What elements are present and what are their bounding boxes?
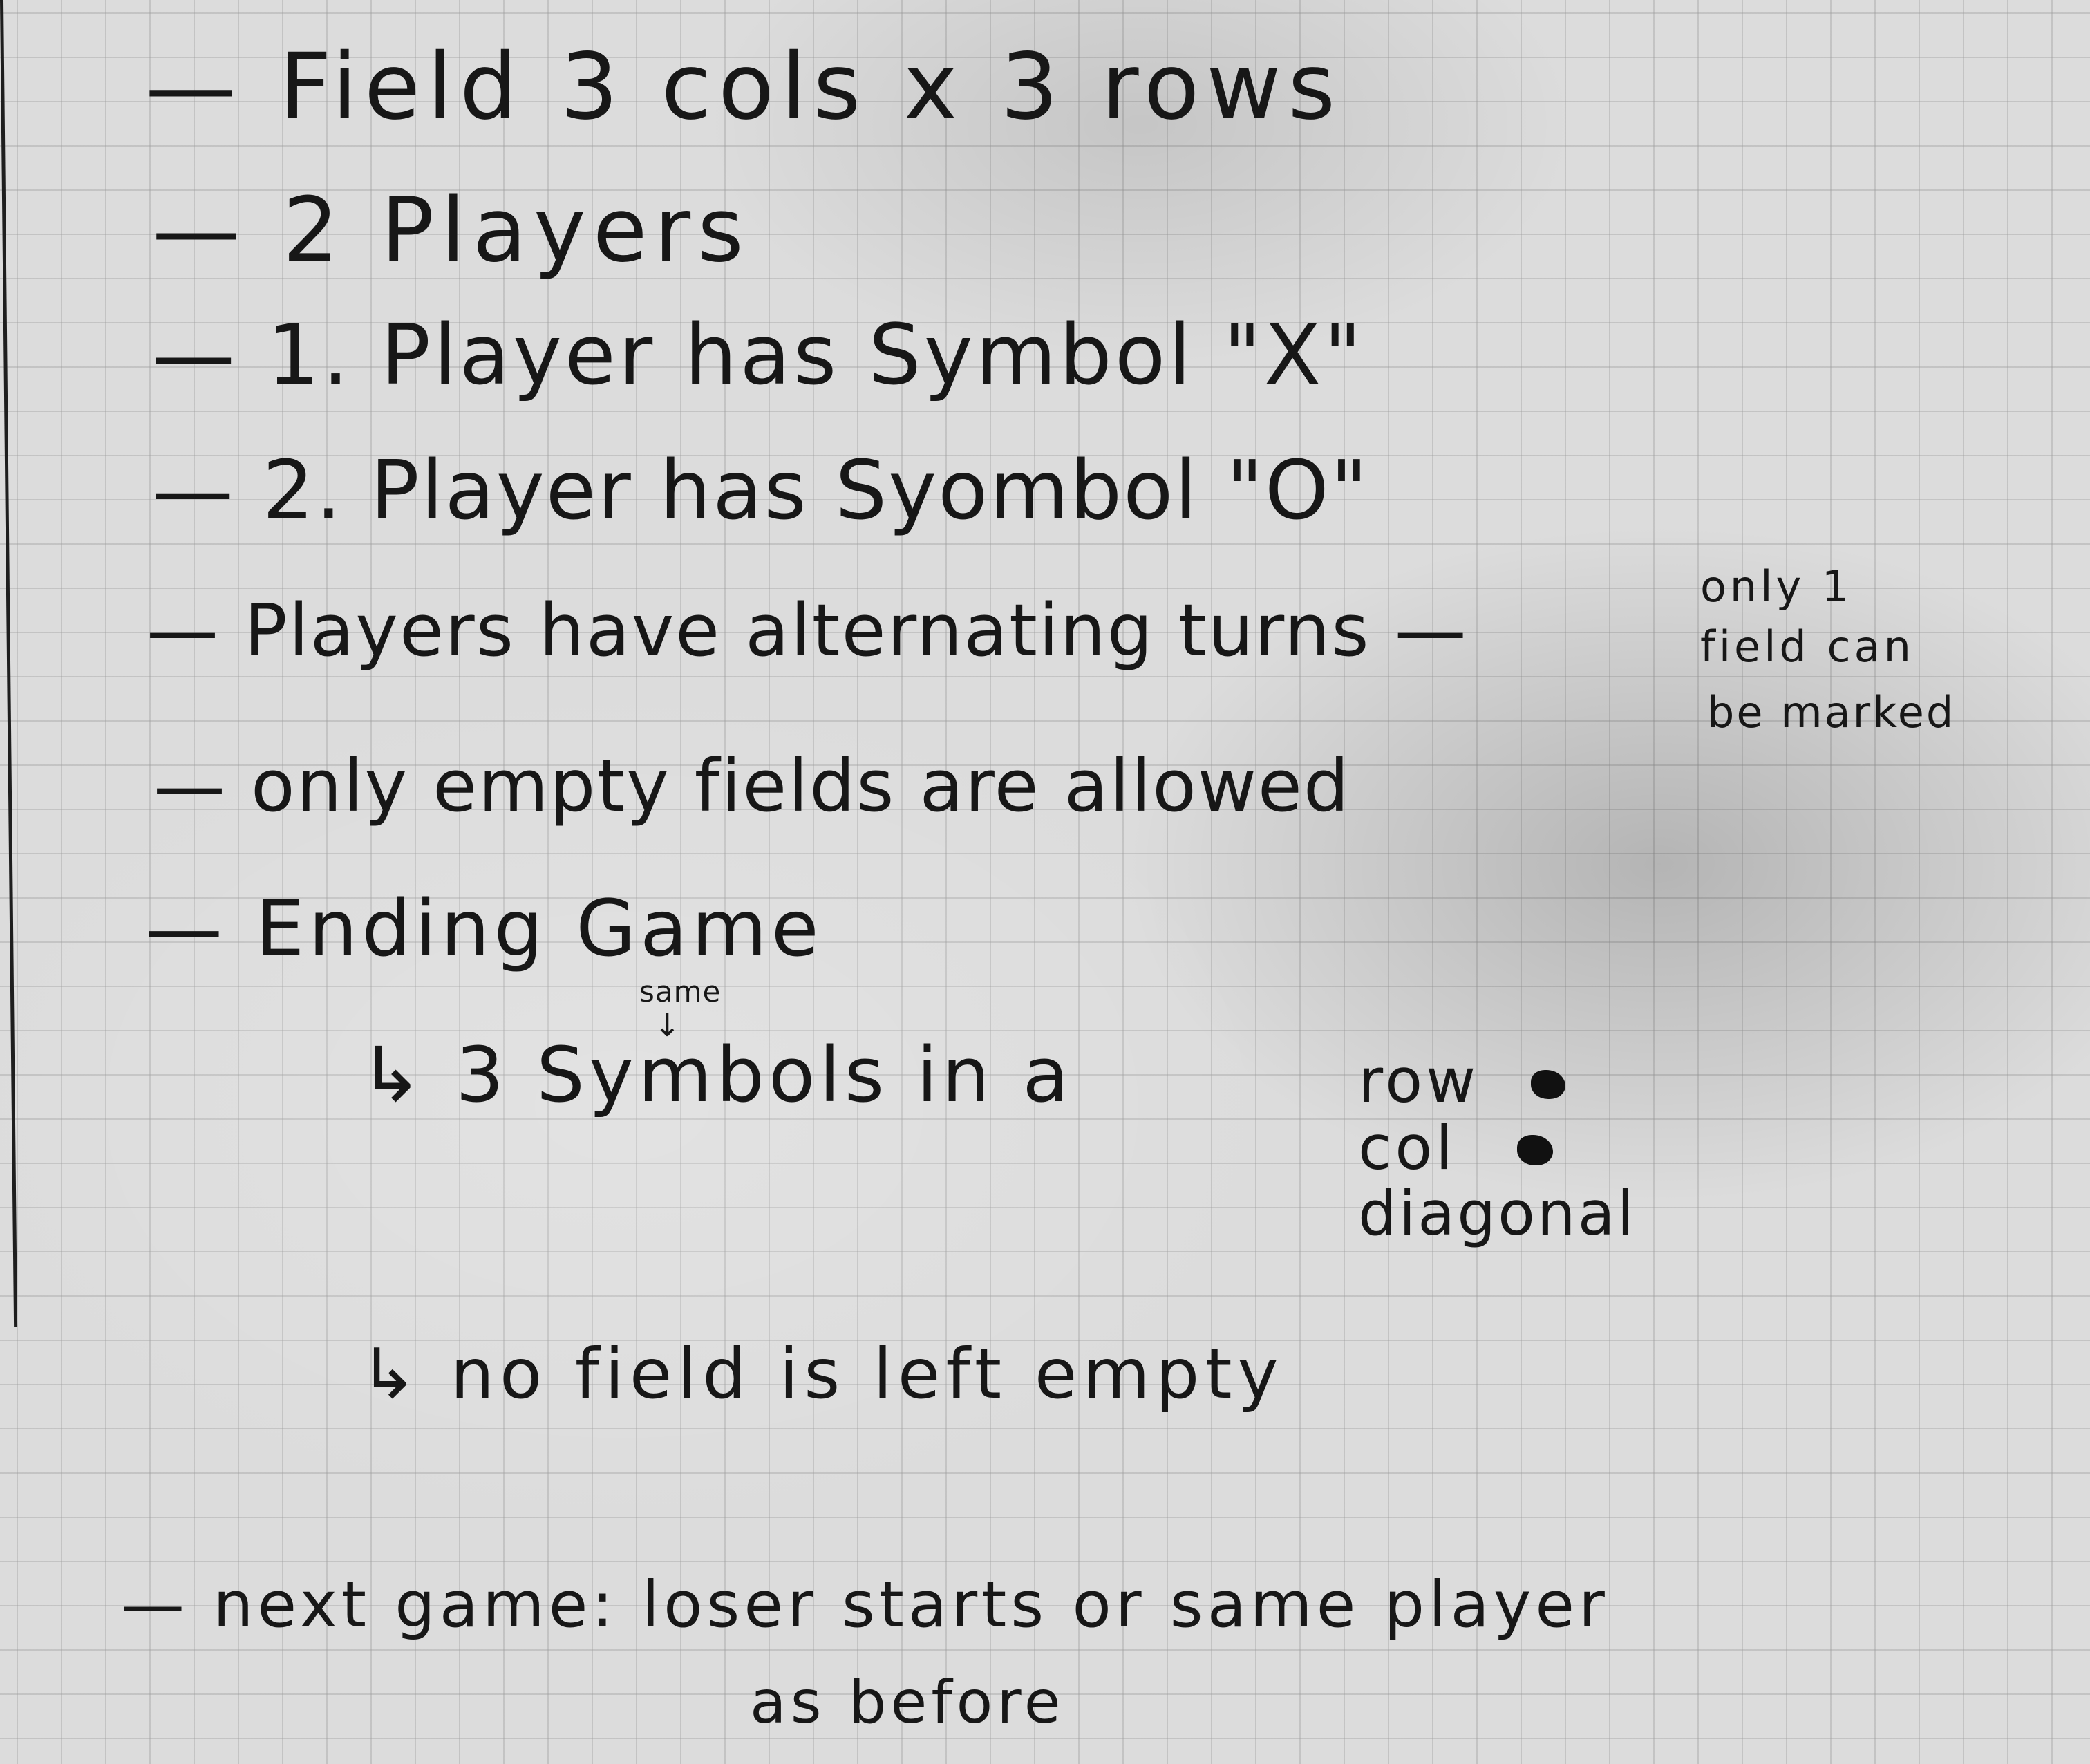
insertion-note-same: same xyxy=(639,975,722,1008)
note-line-6: — only empty fields are allowed xyxy=(153,744,1350,828)
note-line-11: as before xyxy=(750,1668,1065,1737)
note-line-8: ↳ 3 Symbols in a xyxy=(359,1031,1073,1119)
note-line-4: — 2. Player has Syombol "O" xyxy=(152,442,1370,538)
note-line-7: — Ending Game xyxy=(145,884,823,974)
left-margin-line xyxy=(0,0,18,1327)
win-option-col: col xyxy=(1358,1112,1456,1183)
side-note-line-1: only 1 xyxy=(1700,561,1853,612)
ink-blot-1 xyxy=(1531,1070,1565,1099)
note-line-10: — next game: loser starts or same player xyxy=(121,1568,1609,1642)
win-option-diagonal: diagonal xyxy=(1358,1178,1637,1249)
side-note-line-3: be marked xyxy=(1707,687,1956,738)
note-line-9: ↳ no field is left empty xyxy=(359,1333,1284,1414)
note-line-2: — 2 Players xyxy=(152,179,751,282)
side-note-line-2: field can xyxy=(1700,621,1914,672)
win-option-row: row xyxy=(1358,1045,1480,1116)
note-line-5: — Players have alternating turns — xyxy=(147,588,1468,673)
ink-blot-2 xyxy=(1517,1135,1553,1165)
note-line-3: — 1. Player has Symbol "X" xyxy=(152,308,1365,404)
down-arrow-icon: ↓ xyxy=(654,1006,681,1044)
note-line-1: — Field 3 cols x 3 rows xyxy=(145,34,1343,140)
